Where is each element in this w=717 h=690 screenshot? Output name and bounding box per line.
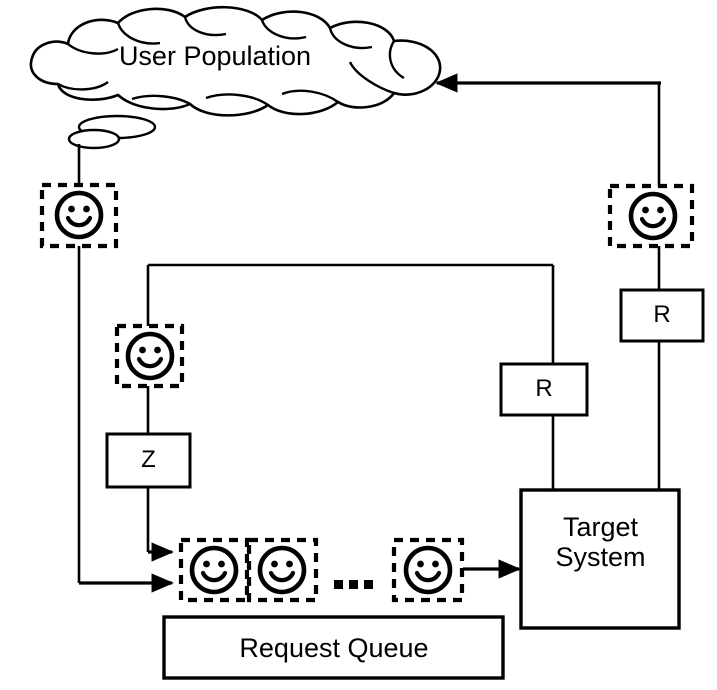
z-box-label: Z	[141, 446, 156, 473]
smiley-face-icon	[257, 545, 307, 595]
r-box-middle-label: R	[535, 375, 553, 402]
r-box-right-rect	[619, 288, 705, 343]
smiley-face-icon	[189, 545, 239, 595]
r-box-right-label: R	[653, 301, 671, 328]
smiley-face-icon	[628, 191, 678, 241]
user-token-source	[39, 182, 119, 249]
user-population-cloud	[29, 5, 442, 150]
r-box-middle-rect	[499, 362, 589, 417]
user-tokens	[39, 182, 695, 603]
smiley-face-icon	[125, 331, 175, 381]
user-token-queue-n	[391, 537, 465, 603]
user-token-think	[114, 323, 185, 389]
connector-lines	[77, 73, 661, 593]
smiley-face-icon	[403, 545, 453, 595]
request-queue-rect	[162, 615, 505, 680]
user-token-queue-1	[178, 537, 250, 603]
z-box-rect	[105, 432, 192, 489]
queue-ellipsis-icon	[334, 580, 373, 589]
user-population-label: User Population	[118, 41, 312, 71]
user-token-queue-2	[246, 537, 319, 603]
target-system-label-line1: Target	[562, 512, 639, 542]
target-system-label-line2: System	[555, 542, 646, 573]
user-token-return	[607, 183, 695, 249]
smiley-face-icon	[54, 190, 104, 240]
target-system-rect	[519, 488, 681, 630]
box-nodes	[105, 288, 705, 680]
request-queue-label: Request Queue	[239, 633, 429, 663]
